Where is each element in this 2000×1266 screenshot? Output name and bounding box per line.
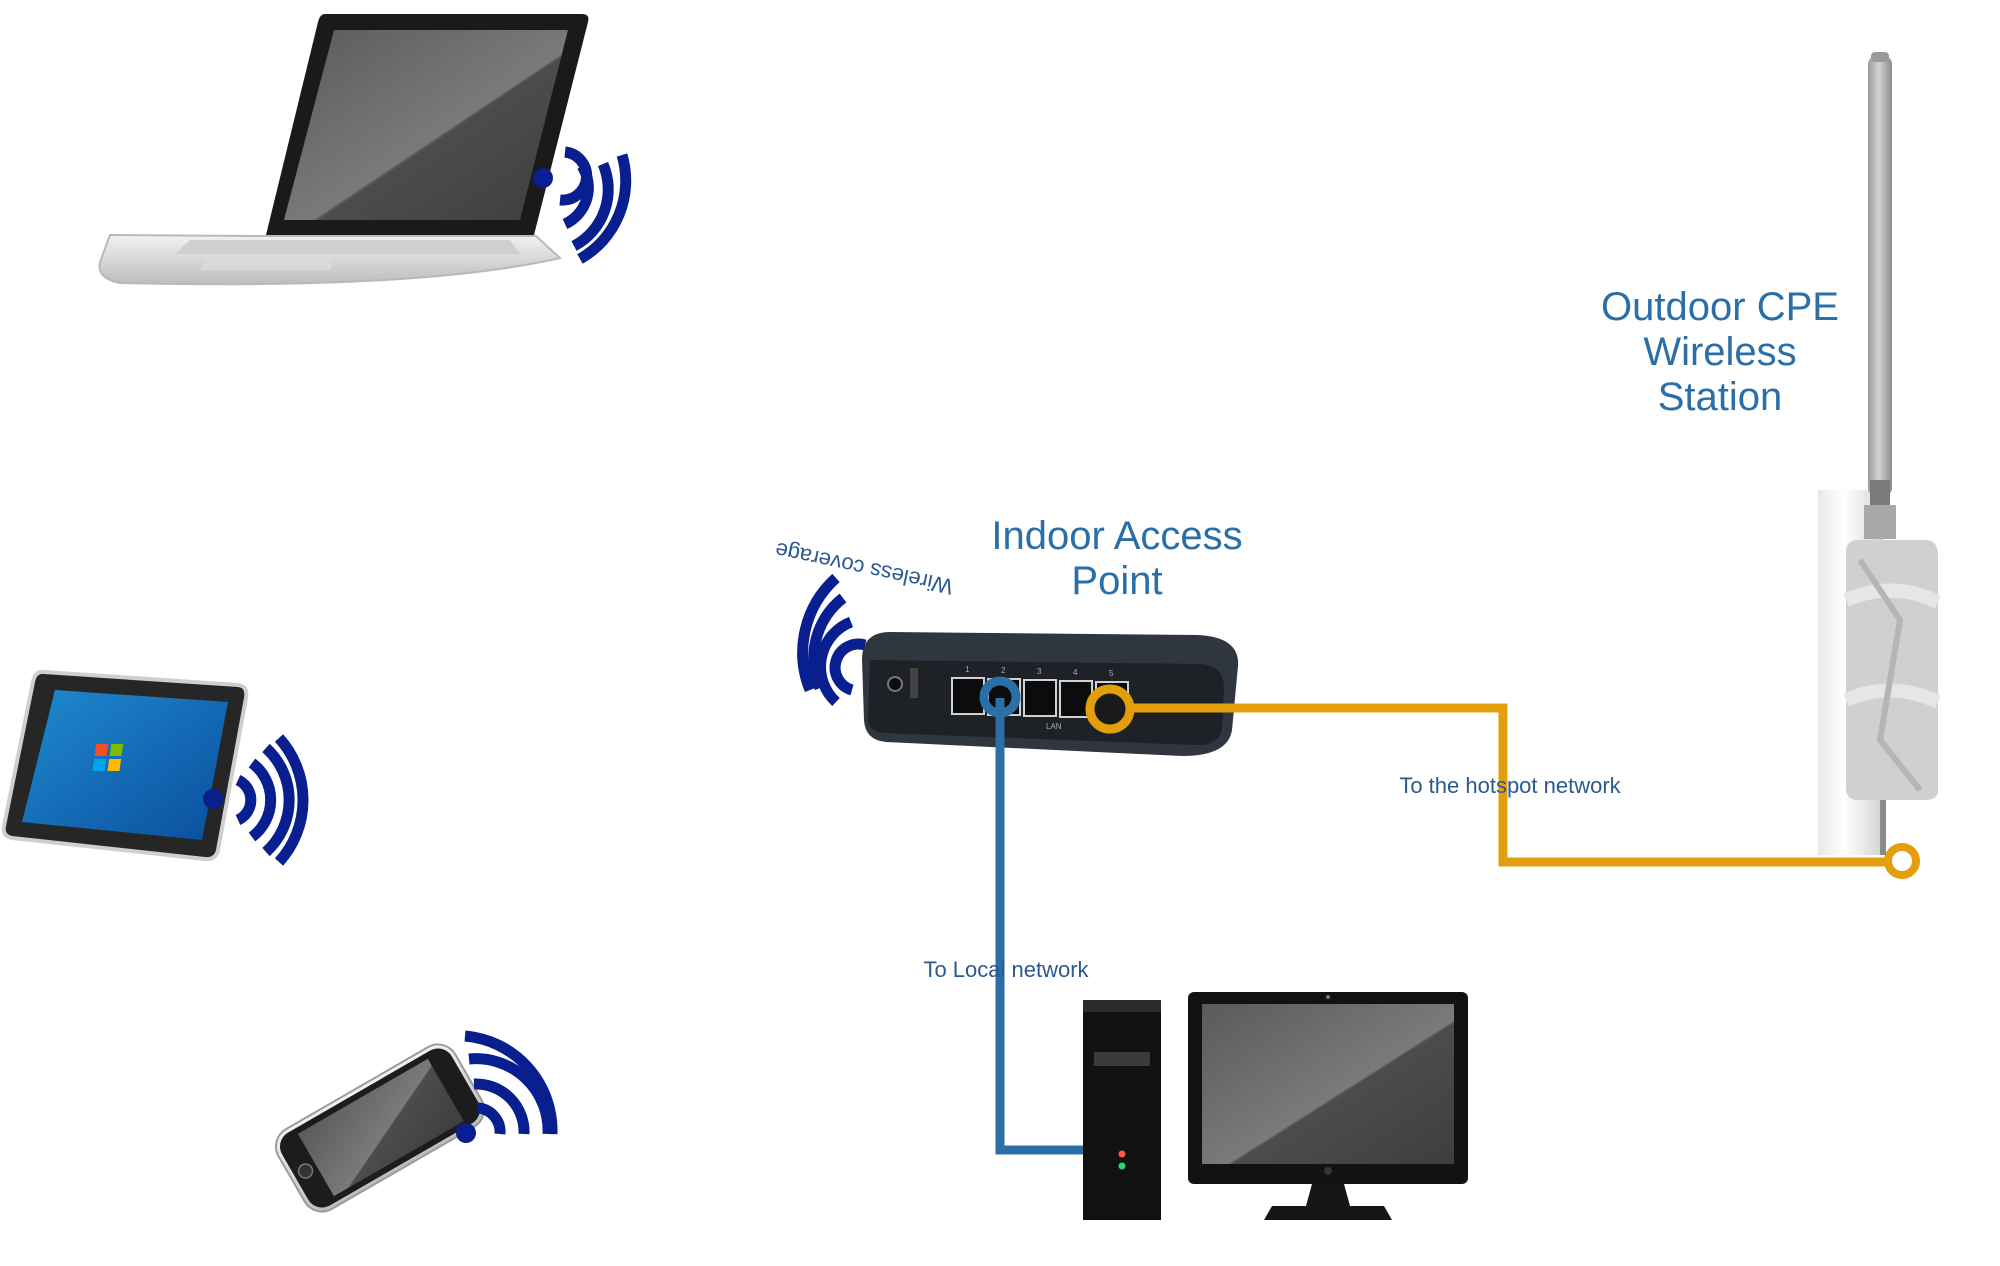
router-icon: 1 2 3 4 5 LAN [862,632,1239,756]
outdoor-cpe-title-line-2: Wireless [1643,330,1796,374]
port-number-4: 4 [1073,668,1078,677]
monitor-icon [1188,992,1468,1220]
wireless-coverage-label: Wireless coverage [773,537,955,599]
ethernet-port-1 [951,677,985,715]
hotspot-network-cable [1124,703,1893,867]
power-led-green [1118,1162,1126,1170]
laptop-wifi-signal-icon [559,146,632,264]
ethernet-port-3 [1023,679,1057,717]
laptop-signal-dot [533,168,553,188]
reset-button-icon [910,668,918,698]
outdoor-cpe-title-line-1: Outdoor CPE [1601,285,1839,329]
port-number-2: 2 [1001,666,1006,675]
indoor-ap-title-line-1: Indoor Access [991,514,1242,558]
tablet-icon [1,669,249,862]
outdoor-antenna-icon [1818,52,1942,855]
antenna-port-ring [1884,843,1920,879]
tablet-signal-dot [203,789,223,809]
desktop-tower-icon [1083,1000,1161,1220]
laptop-icon [98,14,589,286]
local-network-cable [995,698,1088,1155]
hotspot-link-label: To the hotspot network [1399,773,1621,798]
local-port-ring [979,676,1021,718]
windows-logo-icon [92,744,124,771]
router-port-numbers: 1 2 3 4 5 LAN [965,665,1114,731]
hotspot-port-ring [1085,684,1135,734]
router-wifi-signal-icon [797,573,867,707]
smartphone-icon [274,1043,486,1213]
port-number-5: 5 [1109,669,1114,678]
indoor-ap-title-line-2: Point [1071,559,1162,603]
lan-caption: LAN [1046,722,1062,731]
outdoor-cpe-title-line-3: Station [1658,375,1783,419]
port-number-3: 3 [1037,667,1042,676]
local-link-label: To Local network [923,957,1089,982]
phone-wifi-signal-icon [464,1030,558,1135]
dc-power-jack-icon [887,676,903,692]
tablet-wifi-signal-icon [235,734,309,866]
port-number-1: 1 [965,665,970,674]
phone-signal-dot [456,1123,476,1143]
power-led-red [1118,1150,1126,1158]
